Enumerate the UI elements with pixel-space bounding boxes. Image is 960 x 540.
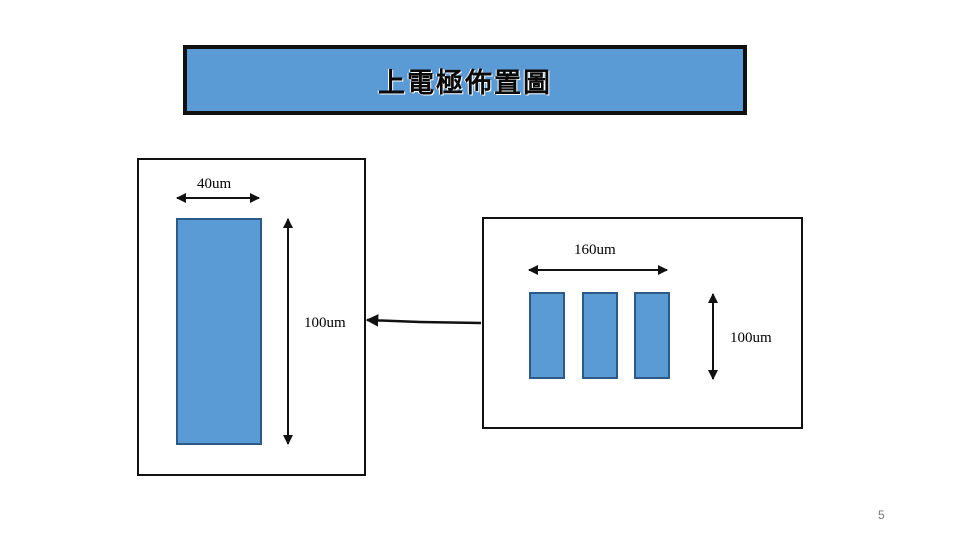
- array-electrode-2: [582, 292, 618, 379]
- page-number: 5: [878, 508, 885, 522]
- right-width-label: 160um: [574, 242, 616, 258]
- single-electrode: [176, 218, 262, 445]
- array-electrode-1: [529, 292, 565, 379]
- connector-arrow: [365, 314, 482, 327]
- left-height-label: 100um: [304, 315, 346, 331]
- left-width-label: 40um: [197, 176, 232, 192]
- diagram-title: 上電極佈置圖: [378, 67, 552, 99]
- title-banner: 上電極佈置圖: [183, 45, 747, 115]
- array-electrode-3: [634, 292, 670, 379]
- right-height-label: 100um: [730, 330, 772, 346]
